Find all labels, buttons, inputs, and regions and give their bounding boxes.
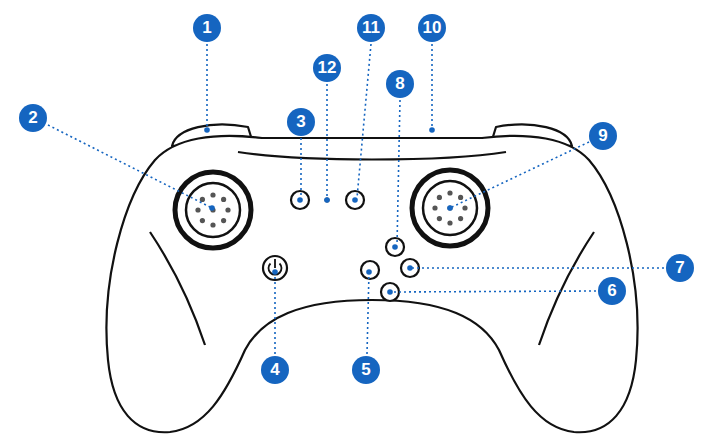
left-stick-cap [186, 183, 240, 237]
right-grip-line [539, 232, 594, 345]
leader-line [357, 44, 371, 198]
stick-grip-dot [447, 220, 452, 225]
top-edge-line [238, 152, 506, 160]
leader-dot [366, 269, 372, 275]
stick-grip-dot [200, 197, 205, 202]
stick-grip-dot [458, 195, 463, 200]
leader-dot [407, 265, 413, 271]
stick-grip-dot [200, 218, 205, 223]
leader-line [392, 291, 596, 292]
callout-number: 1 [193, 14, 221, 42]
callout-number: 9 [589, 122, 617, 150]
stick-grip-dot [447, 190, 452, 195]
callout-number: 12 [313, 54, 341, 82]
stick-grip-dot [195, 207, 200, 212]
callout-number: 3 [287, 108, 315, 136]
indicator-light [325, 198, 330, 203]
face-button-right [401, 259, 419, 277]
start-button [346, 191, 364, 209]
callout-number: 6 [598, 277, 626, 305]
callout-number: 2 [19, 104, 47, 132]
callout-number: 5 [352, 356, 380, 384]
callout-number: 11 [357, 14, 385, 42]
stick-grip-dot [210, 222, 215, 227]
stick-grip-dot [437, 216, 442, 221]
leader-line [206, 44, 208, 130]
stick-grip-dot [221, 197, 226, 202]
right-stick-ring [412, 170, 488, 246]
select-button [291, 191, 309, 209]
power-button [263, 256, 287, 280]
callout-number: 7 [666, 254, 694, 282]
stick-grip-dot [437, 195, 442, 200]
leader-dot [297, 197, 303, 203]
leader-line [274, 272, 276, 354]
stick-grip-dot [458, 216, 463, 221]
stick-grip-dot [447, 205, 452, 210]
face-button-bottom [381, 283, 399, 301]
stick-grip-dot [432, 205, 437, 210]
controller-body [106, 136, 637, 432]
stick-grip-dot [462, 205, 467, 210]
leader-dot [429, 127, 435, 133]
stick-grip-dot [210, 192, 215, 197]
leader-line [326, 84, 328, 196]
leader-line [48, 125, 212, 208]
leader-dot [209, 205, 215, 211]
callout-number: 4 [261, 356, 289, 384]
stick-grip-dot [225, 207, 230, 212]
callout-number: 8 [386, 70, 414, 98]
leader-line [397, 100, 400, 245]
leader-dot [392, 244, 398, 250]
leader-dot [352, 197, 358, 203]
leader-dot [272, 269, 278, 275]
callout-number: 10 [418, 14, 446, 42]
face-button-top [386, 238, 404, 256]
leader-line [431, 44, 433, 130]
power-symbol [269, 259, 282, 275]
left-grip-line [150, 232, 205, 345]
left-stick-ring [175, 172, 251, 248]
right-stick-cap [423, 181, 477, 235]
leader-dot [447, 205, 453, 211]
leader-line [367, 272, 369, 354]
leader-line [300, 138, 302, 196]
stick-grip-dot [221, 218, 226, 223]
leader-dot [387, 289, 393, 295]
face-button-left [361, 261, 379, 279]
leader-dot [324, 197, 330, 203]
leader-line [452, 142, 589, 207]
leader-dot [204, 127, 210, 133]
leader-line [412, 267, 664, 269]
